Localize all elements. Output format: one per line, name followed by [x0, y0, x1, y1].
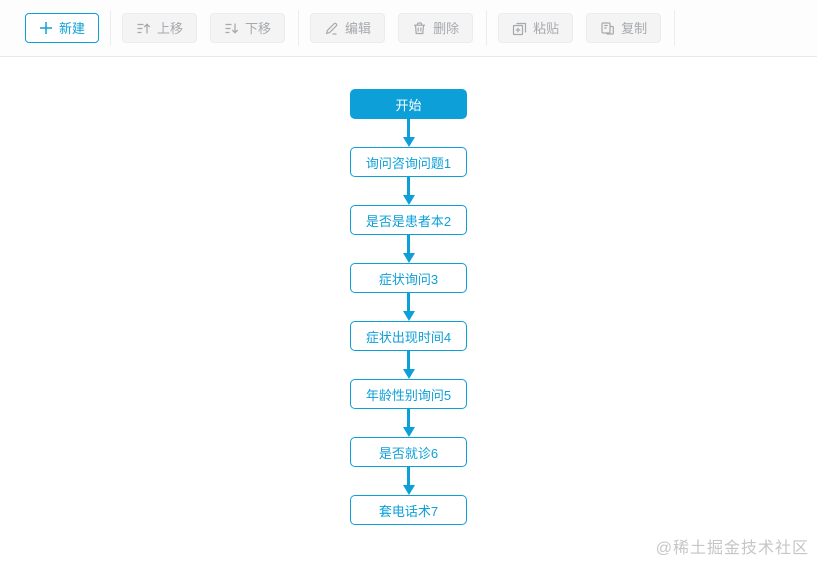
- watermark: @稀土掘金技术社区: [655, 540, 809, 557]
- move-up-button-label: 上移: [157, 20, 184, 36]
- move-down-button[interactable]: 下移: [210, 13, 286, 43]
- edit-button[interactable]: 编辑: [310, 13, 386, 43]
- copy-button[interactable]: 复制: [586, 13, 662, 43]
- flow-arrow: [402, 293, 415, 321]
- flowchart-canvas: 开始 询问咨询问题1 是否是患者本2 症状询问3 症状出现时间4 年龄性别询问5…: [0, 57, 817, 525]
- flow-node-start[interactable]: 开始: [350, 89, 467, 119]
- flow-node-step-4[interactable]: 症状出现时间4: [350, 321, 467, 351]
- flow-arrow: [402, 235, 415, 263]
- flow-arrow: [402, 409, 415, 437]
- copy-button-label: 复制: [621, 20, 648, 36]
- edit-button-label: 编辑: [345, 20, 372, 36]
- toolbar-separator: [674, 10, 676, 46]
- paste-icon: [512, 21, 527, 36]
- paste-button-label: 粘贴: [533, 20, 560, 36]
- paste-button[interactable]: 粘贴: [498, 13, 574, 43]
- copy-icon: [600, 21, 615, 36]
- move-down-icon: [224, 21, 239, 36]
- toolbar-separator: [298, 10, 300, 46]
- move-down-button-label: 下移: [245, 20, 272, 36]
- plus-icon: [39, 21, 53, 35]
- flow-node-step-6[interactable]: 是否就诊6: [350, 437, 467, 467]
- move-up-icon: [136, 21, 151, 36]
- new-button[interactable]: 新建: [25, 13, 100, 43]
- move-up-button[interactable]: 上移: [122, 13, 198, 43]
- flow-node-step-3[interactable]: 症状询问3: [350, 263, 467, 293]
- delete-button-label: 删除: [433, 20, 460, 36]
- flow-arrow: [402, 177, 415, 205]
- toolbar-separator: [110, 10, 112, 46]
- toolbar-separator: [486, 10, 488, 46]
- flow-node-step-5[interactable]: 年龄性别询问5: [350, 379, 467, 409]
- flow-arrow: [402, 467, 415, 495]
- flow-arrow: [402, 119, 415, 147]
- flow-node-step-1[interactable]: 询问咨询问题1: [350, 147, 467, 177]
- flow-arrow: [402, 351, 415, 379]
- flow-node-step-2[interactable]: 是否是患者本2: [350, 205, 467, 235]
- delete-icon: [412, 21, 427, 36]
- toolbar: 新建 上移 下移 编辑: [0, 0, 817, 57]
- edit-icon: [324, 21, 339, 36]
- delete-button[interactable]: 删除: [398, 13, 474, 43]
- flow-node-step-7[interactable]: 套电话术7: [350, 495, 467, 525]
- new-button-label: 新建: [59, 20, 86, 36]
